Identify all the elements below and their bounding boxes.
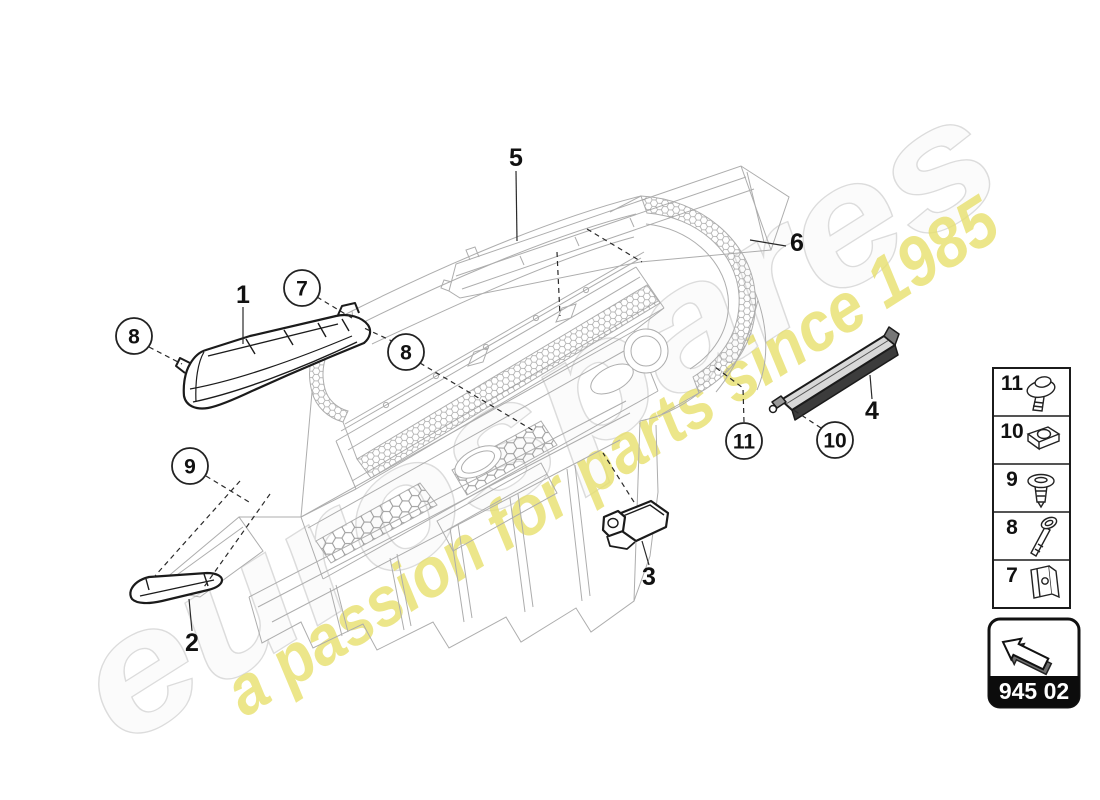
svg-text:10: 10 — [823, 430, 846, 453]
callout-1[interactable]: 1 — [236, 281, 250, 309]
leader-lines — [148, 170, 873, 632]
callout-10[interactable]: 10 — [816, 421, 854, 459]
svg-text:8: 8 — [1006, 516, 1018, 539]
mid-grille-band — [300, 307, 669, 580]
callout-9[interactable]: 9 — [171, 447, 209, 485]
watermark: eurospares a passion for parts since 198… — [40, 57, 1031, 780]
callout-7[interactable]: 7 — [283, 269, 321, 307]
expanding-rivet-icon — [1027, 473, 1055, 509]
part-4-side-bracket — [768, 326, 900, 421]
callout-5[interactable]: 5 — [509, 144, 523, 172]
section-code-box[interactable]: 945 02 — [987, 617, 1081, 709]
legend-row-11[interactable]: 11 — [1001, 372, 1056, 412]
svg-text:11: 11 — [1001, 372, 1024, 395]
svg-text:8: 8 — [128, 326, 140, 349]
svg-text:9: 9 — [1006, 468, 1018, 491]
svg-text:10: 10 — [1000, 420, 1023, 443]
spoiler-blade-part5 — [440, 165, 790, 299]
captive-clip-nut-icon — [1026, 426, 1061, 451]
callout-4[interactable]: 4 — [865, 397, 879, 425]
callout-8-left[interactable]: 8 — [115, 317, 153, 355]
crash-beam — [335, 251, 665, 490]
washer-head-screw-icon — [1026, 376, 1056, 412]
highlighted-parts — [129, 302, 900, 605]
svg-text:8: 8 — [400, 342, 412, 365]
legend-row-8[interactable]: 8 — [1006, 515, 1058, 557]
pan-head-screw-icon — [1030, 516, 1058, 557]
diffuser — [151, 392, 700, 651]
svg-text:7: 7 — [1006, 564, 1018, 587]
part-1-tail-light — [175, 302, 372, 410]
callout-2[interactable]: 2 — [185, 629, 199, 657]
svg-text:7: 7 — [296, 278, 308, 301]
legend-row-7[interactable]: 7 — [1006, 564, 1060, 599]
callouts: 1 2 3 4 5 6 7 8 8 9 10 11 — [115, 144, 879, 657]
part-3-licence-plate-light — [601, 499, 670, 550]
previous-section-arrow-icon — [1001, 637, 1053, 676]
fastener-legend: 11 10 9 — [992, 367, 1071, 609]
spring-nut-clip-icon — [1030, 565, 1060, 599]
callout-3[interactable]: 3 — [642, 563, 656, 591]
callout-11[interactable]: 11 — [725, 422, 763, 460]
legend-row-9[interactable]: 9 — [1006, 468, 1055, 509]
part-2-reflector-strip — [129, 571, 224, 605]
callout-8-right[interactable]: 8 — [387, 333, 425, 371]
section-code: 945 02 — [999, 678, 1069, 704]
svg-text:11: 11 — [733, 431, 756, 454]
svg-text:9: 9 — [184, 456, 196, 479]
callout-6[interactable]: 6 — [790, 229, 804, 257]
legend-row-10[interactable]: 10 — [1000, 420, 1061, 451]
watermark-brand: eurospares — [42, 58, 1030, 778]
